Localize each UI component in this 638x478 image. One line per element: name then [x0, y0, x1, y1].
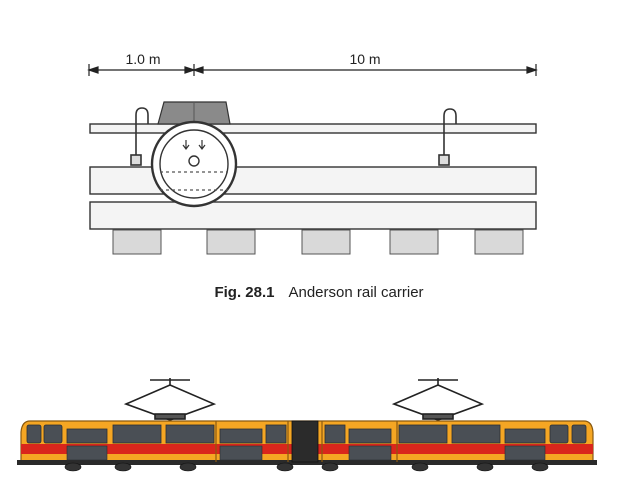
pantograph-right	[391, 378, 485, 421]
sleeper	[301, 229, 351, 255]
sleeper	[474, 229, 524, 255]
tram-door-windows	[66, 445, 546, 461]
tram-illustration	[17, 378, 597, 472]
sleepers	[112, 229, 524, 255]
hanger-hook-right	[438, 108, 457, 166]
tram-center-door	[291, 420, 319, 463]
figure-caption: Fig. 28.1 Anderson rail carrier	[0, 284, 638, 301]
dimension-lines	[87, 64, 538, 76]
overhead-bar	[89, 123, 537, 134]
sleeper	[389, 229, 439, 255]
carrier-trolley	[157, 101, 231, 125]
dimension-label-left: 1.0 m	[125, 51, 160, 67]
tram-windows	[26, 424, 587, 444]
rail-carrier-ring	[150, 120, 238, 208]
pantograph-left	[123, 378, 217, 421]
tram-wheels	[64, 462, 549, 472]
hanger-hook-left	[130, 107, 149, 166]
sleeper	[206, 229, 256, 255]
rail-lower	[89, 201, 537, 230]
figure-title: Anderson rail carrier	[288, 284, 424, 301]
dimension-label-right: 10 m	[349, 51, 380, 67]
figure-number: Fig. 28.1	[214, 284, 275, 301]
sleeper	[112, 229, 162, 255]
